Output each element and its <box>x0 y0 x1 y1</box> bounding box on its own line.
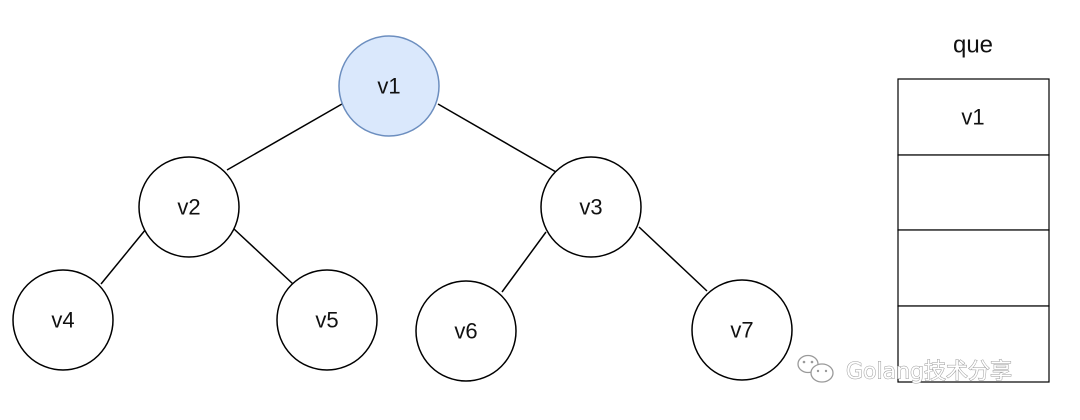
edge-v2-v5 <box>233 228 294 285</box>
tree-node-v2: v2 <box>138 156 240 258</box>
queue: que v1 <box>897 32 1050 383</box>
node-label-v4: v4 <box>51 308 74 333</box>
node-label-v1: v1 <box>377 74 400 99</box>
tree-node-v3: v3 <box>540 156 642 258</box>
node-label-v2: v2 <box>177 195 200 220</box>
edge-v2-v4 <box>100 228 147 285</box>
queue-cell-3 <box>897 229 1050 307</box>
queue-cell-label-1: v1 <box>961 105 984 130</box>
edge-v3-v6 <box>501 231 547 293</box>
watermark: Golang技术分享 <box>797 354 1013 385</box>
wechat-icon <box>797 354 834 383</box>
edge-v1-v2 <box>226 103 343 171</box>
queue-title: que <box>953 32 993 59</box>
queue-cell-1: v1 <box>897 78 1050 156</box>
tree-node-v6: v6 <box>415 280 517 382</box>
node-label-v3: v3 <box>579 195 602 220</box>
node-label-v5: v5 <box>315 308 338 333</box>
tree-edges <box>100 103 708 293</box>
tree-node-v1: v1 <box>338 35 440 137</box>
queue-cell-4 <box>897 305 1050 383</box>
queue-cell-2 <box>897 154 1050 231</box>
tree-node-v5: v5 <box>276 269 378 371</box>
tree-node-v4: v4 <box>12 269 114 371</box>
edge-v3-v7 <box>638 226 708 292</box>
tree-node-v7: v7 <box>691 279 793 381</box>
node-label-v6: v6 <box>454 319 477 344</box>
node-label-v7: v7 <box>730 318 753 343</box>
watermark-text: Golang技术分享 <box>846 360 1012 385</box>
edge-v1-v3 <box>437 103 557 173</box>
